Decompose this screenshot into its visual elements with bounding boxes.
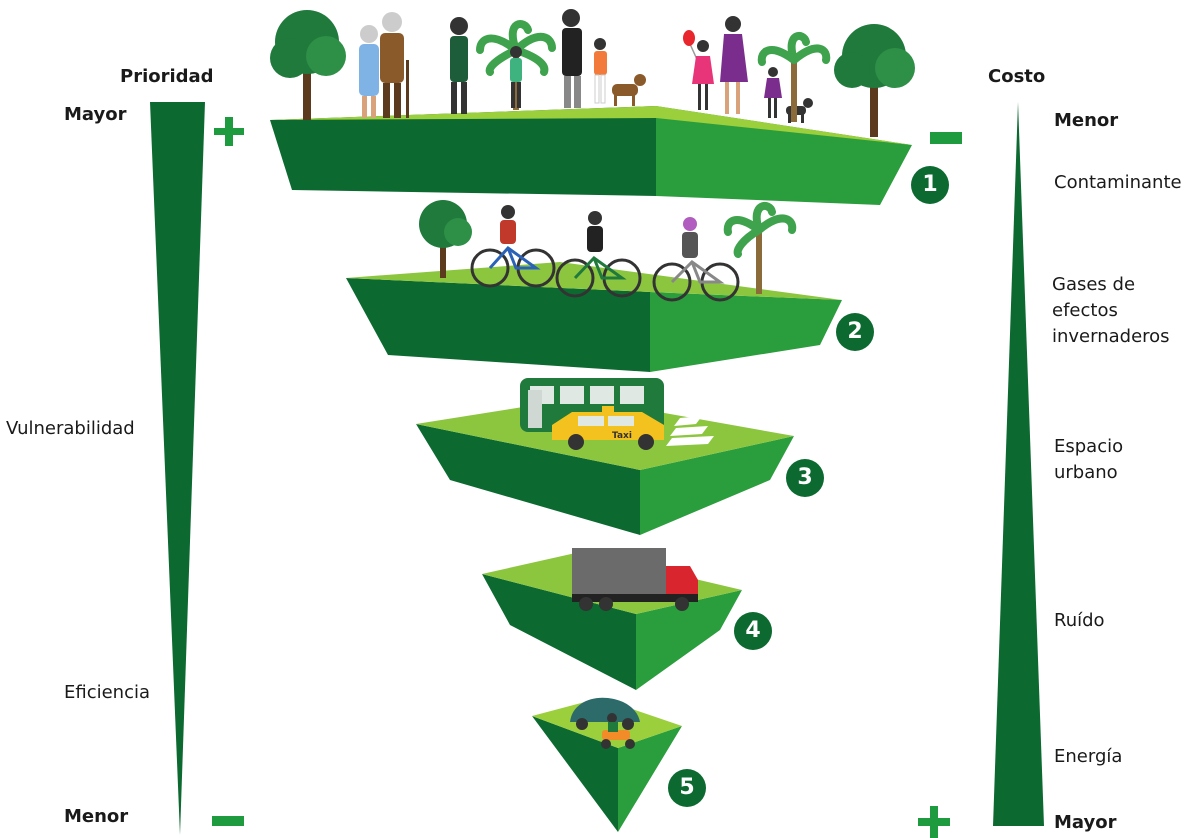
dog-icon (786, 98, 813, 123)
minus-sign-bottom-left (212, 816, 244, 826)
priority-side-label-vulnerabilidad: Vulnerabilidad (6, 418, 135, 439)
child-icon (594, 38, 607, 104)
cyclist-icon (470, 205, 556, 288)
priority-bottom-label: Menor (64, 806, 129, 827)
tree-icon (419, 200, 472, 278)
level-2-badge: 2 (836, 313, 874, 351)
taxi-text: Taxi (612, 431, 632, 441)
level-5-block (532, 698, 682, 832)
woman-icon (720, 16, 748, 114)
priority-side-label-eficiencia: Eficiencia (64, 682, 151, 703)
car-icon (570, 697, 640, 730)
level-3-badge: 3 (786, 459, 824, 497)
child-icon (764, 67, 782, 118)
cost-side-label-energia: Energía (1054, 746, 1123, 767)
minus-sign-top-right (930, 132, 962, 144)
tree-icon (270, 10, 346, 120)
pedestrian-icon (562, 9, 582, 108)
cost-side-label-gases: Gases de efectos invernaderos (1052, 274, 1170, 348)
palm-tree-icon (723, 202, 797, 294)
priority-wedge (150, 102, 205, 835)
palm-tree-icon (757, 32, 831, 122)
dog-icon (612, 74, 646, 106)
girl-balloon-icon (683, 30, 714, 110)
cost-header: Costo (988, 66, 1046, 87)
cyclist-icon (652, 217, 740, 302)
cost-wedge (993, 102, 1044, 826)
plus-sign-bottom-right (918, 806, 950, 838)
level-1-block (270, 106, 912, 205)
taxi-icon: Taxi (552, 406, 664, 450)
crosswalk-icon (666, 416, 714, 446)
elderly-couple-icon (359, 12, 409, 118)
truck-icon (572, 548, 698, 611)
cost-side-label-espacio-urbano: Espacio urbano (1054, 436, 1124, 484)
tree-icon (834, 24, 915, 137)
cost-side-label-contaminante: Contaminante (1054, 172, 1182, 193)
level-5-badge: 5 (668, 769, 706, 807)
priority-top-label: Mayor (64, 104, 127, 125)
priority-header: Prioridad (120, 66, 214, 87)
child-icon (510, 46, 522, 108)
cyclist-icon (555, 211, 642, 298)
cost-top-label: Menor (1054, 110, 1119, 131)
motorcycle-icon (601, 713, 635, 749)
level-4-badge: 4 (734, 612, 772, 650)
cost-side-label-ruido: Ruído (1054, 610, 1105, 631)
level-1-badge: 1 (911, 166, 949, 204)
cost-bottom-label: Mayor (1054, 812, 1117, 833)
pedestrian-icon (450, 17, 468, 114)
plus-sign-top-left (214, 117, 244, 146)
